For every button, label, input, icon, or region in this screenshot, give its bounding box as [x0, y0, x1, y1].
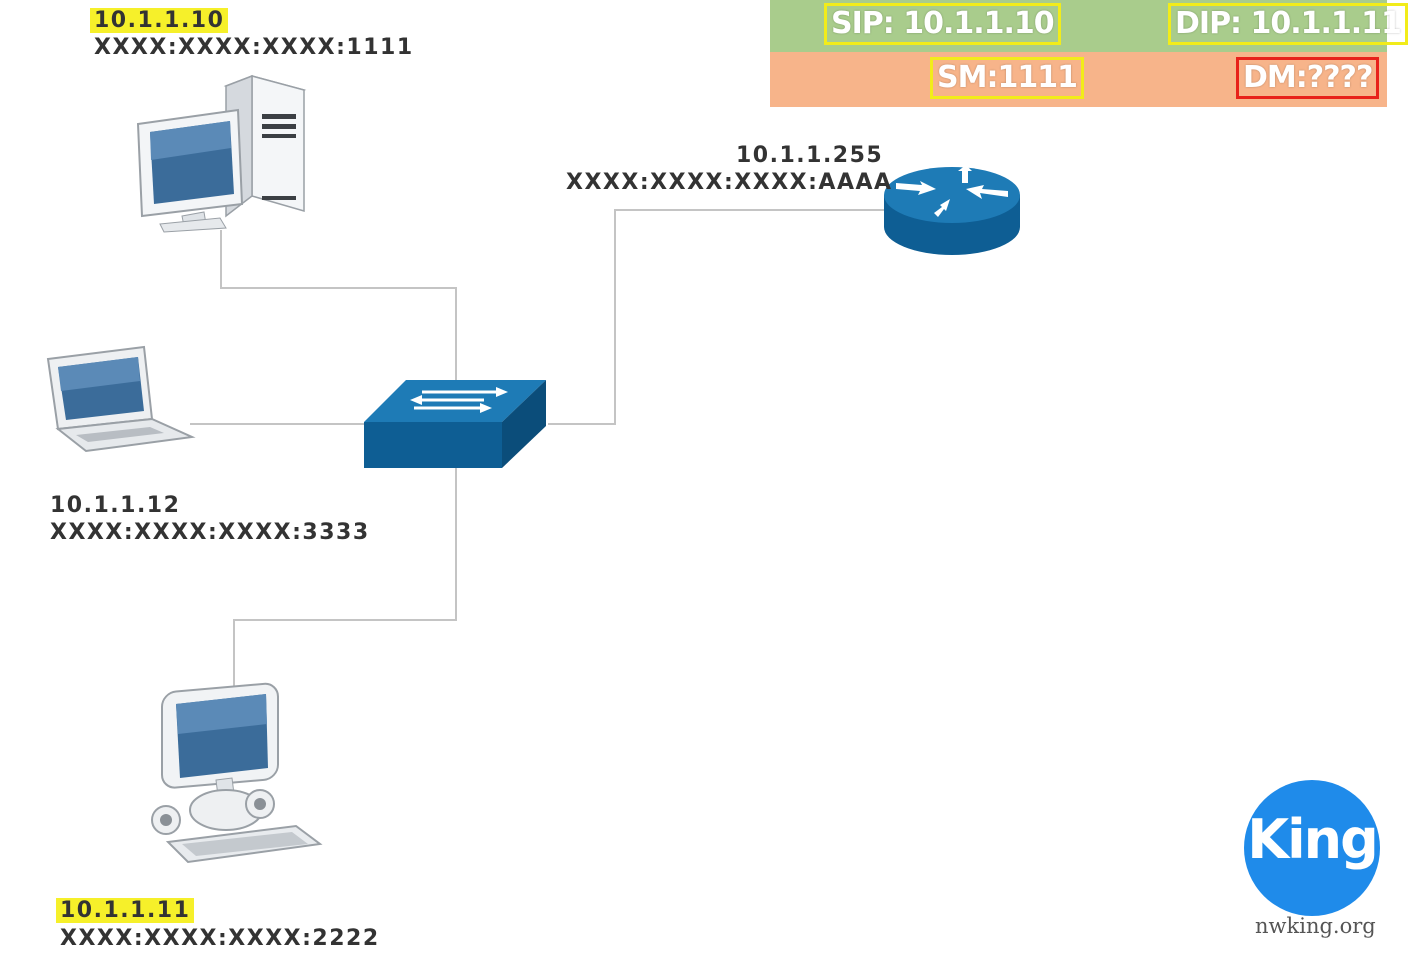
- logo-text: King: [1247, 808, 1378, 871]
- pc-bottom-ip-label: 10.1.1.11: [56, 897, 195, 924]
- pc-top-ip-label: 10.1.1.10: [90, 7, 229, 34]
- pc-top-mac-label: XXXX:XXXX:XXXX:1111: [94, 35, 414, 60]
- router-mac-label: XXXX:XXXX:XXXX:AAAA: [566, 170, 893, 195]
- switch-icon: [364, 380, 546, 468]
- link-pc-top-switch: [220, 230, 457, 382]
- site-url: nwking.org: [1255, 914, 1376, 938]
- link-switch-pc-bottom: [233, 466, 457, 688]
- desktop-pc-icon: [136, 74, 307, 233]
- link-switch-router: [548, 209, 884, 425]
- source-mac-field: SM:1111: [930, 57, 1084, 99]
- laptop-mac-label: XXXX:XXXX:XXXX:3333: [50, 520, 370, 545]
- router-icon: [884, 165, 1020, 255]
- laptop-icon: [46, 345, 196, 453]
- desktop-pc-bottom-icon: [151, 682, 323, 864]
- destination-ip-field: DIP: 10.1.1.11: [1168, 3, 1408, 45]
- king-logo: King: [1244, 780, 1380, 916]
- laptop-ip-label: 10.1.1.12: [50, 493, 181, 518]
- destination-mac-field: DM:????: [1236, 57, 1380, 99]
- source-ip-field: SIP: 10.1.1.10: [824, 3, 1061, 45]
- pc-bottom-mac-label: XXXX:XXXX:XXXX:2222: [60, 926, 380, 951]
- router-ip-label: 10.1.1.255: [736, 143, 884, 168]
